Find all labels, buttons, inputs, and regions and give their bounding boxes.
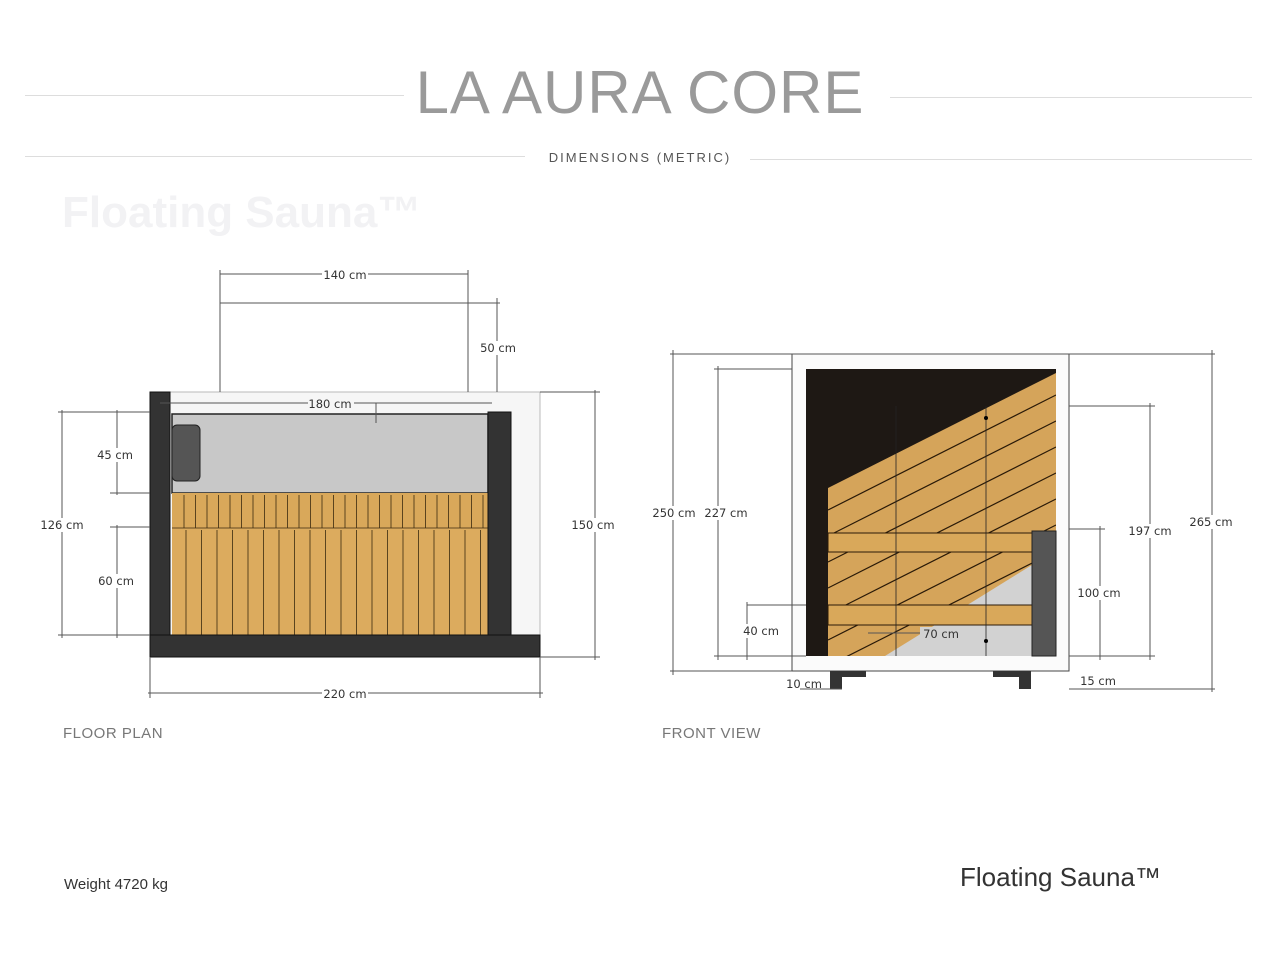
glass-wall [487,411,512,636]
dim-top-width: 140 cm [323,268,366,282]
dim-bench-upper: 45 cm [97,448,133,462]
brand-name: Floating Sauna™ [960,862,1161,892]
dim-total-height: 265 cm [1189,515,1232,529]
upper-bench-front [827,532,1033,553]
door-hinge [984,639,988,643]
dim-inner-depth: 126 cm [40,518,83,532]
weight-label: Weight 4720 kg [64,876,168,893]
subtitle: DIMENSIONS (METRIC) [0,150,1280,165]
dim-bench-height: 40 cm [743,624,779,638]
floor-plan-caption: FLOOR PLAN [63,725,164,742]
upper-bench [172,493,488,528]
page-title: LA AURA CORE [0,58,1280,127]
floor-plan-drawing: 140 cm 50 cm 180 cm 150 cm 126 cm 45 cm … [40,268,618,701]
floor-area [171,413,489,494]
wood-plank-line [828,733,1056,848]
wood-plank-line [828,394,1056,511]
title-rule-left [25,95,415,96]
dim-heater-height: 100 cm [1077,586,1120,600]
watermark-text: Floating Sauna™ [62,188,422,237]
base-rail-left [830,671,866,677]
floor-plan-dimension-lines [58,270,600,698]
subtitle-rule-right [750,159,1252,160]
dim-total-width: 220 cm [323,687,366,701]
bench-slats [172,495,488,635]
leg-right [1019,671,1031,689]
wood-plank-line [828,420,1056,537]
dim-base-right: 15 cm [1080,674,1116,688]
wood-plank-line [828,498,1056,615]
lower-bench [172,528,488,635]
dim-height-left: 250 cm [652,506,695,520]
front-view-caption: FRONT VIEW [662,725,761,742]
dim-bench-lower: 60 cm [98,574,134,588]
subtitle-rule-left [25,156,525,157]
dim-top-depth: 50 cm [480,341,516,355]
dim-door-width: 70 cm [923,627,959,641]
wood-plank-line [828,707,1056,822]
dim-inner-width: 180 cm [308,397,351,411]
base-rail-right [993,671,1031,677]
heater [1031,530,1057,657]
dim-inner-height: 227 cm [704,506,747,520]
left-wall [149,391,171,658]
door-hinge [984,416,988,420]
bottom-wall [149,634,541,658]
title-rule-right [890,97,1252,98]
dim-total-depth: 150 cm [571,518,614,532]
wood-plank-line [828,472,1056,589]
lower-bench-front [827,604,1033,626]
dim-door-height: 197 cm [1128,524,1171,538]
wood-plank-line [828,681,1056,796]
dim-base-left: 10 cm [786,677,822,691]
heater-stones [171,424,201,482]
front-view-drawing: 250 cm 227 cm 40 cm 70 cm 197 cm 100 cm … [652,350,1235,848]
